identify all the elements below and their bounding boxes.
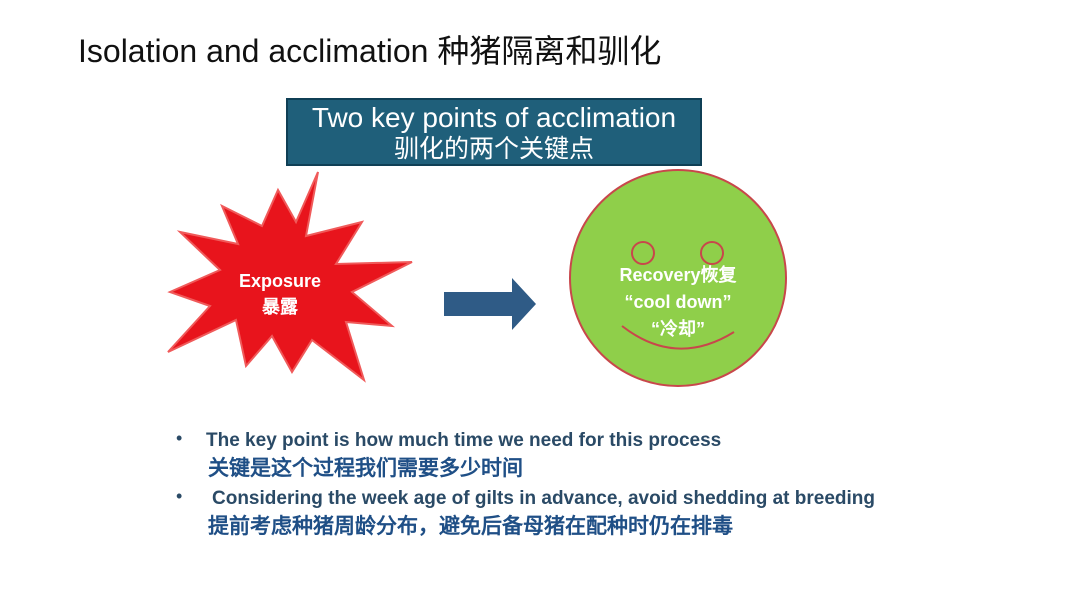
exposure-label-en: Exposure xyxy=(238,271,322,291)
exposure-burst-shape xyxy=(167,171,413,383)
key-points-title-en: Two key points of acclimation xyxy=(311,102,677,133)
slide-title: Isolation and acclimation 种猪隔离和驯化 xyxy=(78,33,662,69)
recovery-label-line3: “冷却” xyxy=(651,319,705,339)
bullet-marker: • xyxy=(176,428,183,448)
recovery-label: Recovery恢复 “cool down” “冷却” xyxy=(578,262,778,343)
bullet-item: • The key point is how much time we need… xyxy=(176,428,1056,484)
recovery-label-line2: “cool down” xyxy=(624,292,732,312)
exposure-label-zh: 暴露 xyxy=(262,297,298,317)
bullet-text-zh: 关键是这个过程我们需要多少时间 xyxy=(208,457,523,480)
bullet-text-zh: 提前考虑种猪周龄分布，避免后备母猪在配种时仍在排毒 xyxy=(208,515,733,538)
exposure-label: Exposure 暴露 xyxy=(210,268,350,320)
smile-shape xyxy=(621,325,735,350)
key-points-box: Two key points of acclimation 驯化的两个关键点 xyxy=(286,98,702,166)
bullet-marker: • xyxy=(176,486,183,506)
right-arrow-shape xyxy=(444,278,536,330)
recovery-face-shape xyxy=(569,169,787,387)
bullet-list: • The key point is how much time we need… xyxy=(176,428,1056,542)
recovery-label-line1: Recovery恢复 xyxy=(619,265,737,285)
bullet-item: • Considering the week age of gilts in a… xyxy=(176,486,1056,542)
left-eye-shape xyxy=(631,241,655,265)
bullet-text-en: The key point is how much time we need f… xyxy=(206,430,722,451)
key-points-title-zh: 驯化的两个关键点 xyxy=(393,135,594,163)
bullet-text-en: Considering the week age of gilts in adv… xyxy=(212,488,876,509)
right-eye-shape xyxy=(700,241,724,265)
